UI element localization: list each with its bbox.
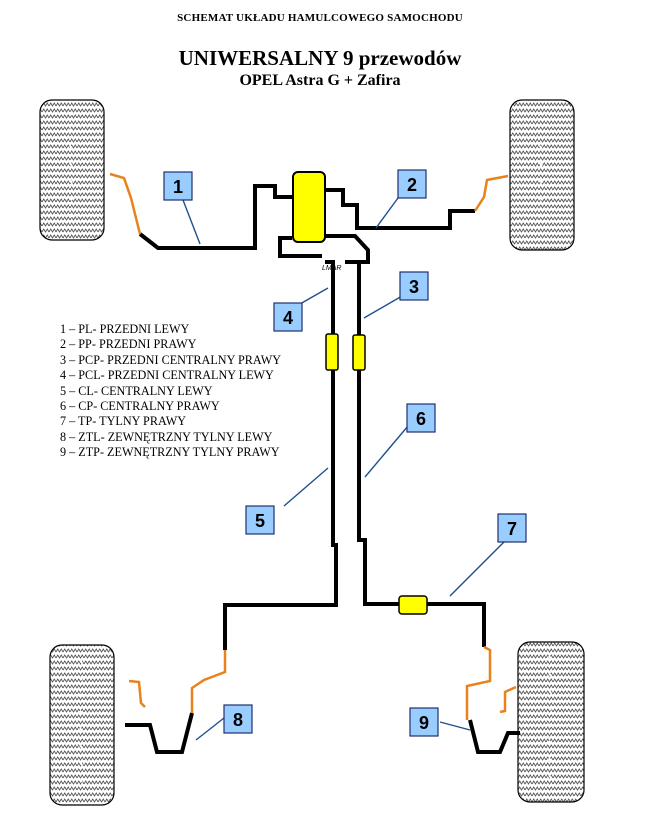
label-box-6: 6 [406,403,436,433]
line-front-right [325,188,475,230]
tire-front-right [509,99,575,251]
label-box-3: 3 [399,271,429,301]
label-7: 7 [507,519,517,539]
callout-line-2 [375,197,399,229]
line-master-left [278,236,322,258]
legend-item-6: 6 – CP- CENTRALNY PRAWY [60,399,220,414]
car-model: OPEL Astra G + Zafira [239,72,401,89]
hose-front-left [109,172,142,235]
tire-front-left [39,99,105,241]
callout-line-3 [363,295,403,319]
legend-item-9: 9 – ZTP- ZEWNĘTRZNY TYLNY PRAWY [60,445,280,460]
legend-item-7: 7 – TP- TYLNY PRAWY [60,414,187,429]
tire-rear-left [49,644,115,806]
legend-item-2: 2 – PP- PRZEDNI PRAWY [60,337,197,352]
brake-lines [125,184,520,754]
legend-item-3: 3 – PCP- PRZEDNI CENTRALNY PRAWY [60,352,282,367]
callout-line-4 [299,287,329,305]
label-2: 2 [407,175,417,195]
label-8: 8 [233,710,243,730]
line-central-right [346,260,361,335]
callout-line-7 [449,539,507,597]
connector-left [325,333,339,371]
diagram-subtitle: SCHEMAT UKŁADU HAMULCOWEGO SAMOCHODU [177,12,463,24]
callout-line-8 [195,717,225,741]
label-box-2: 2 [397,169,427,199]
label-box-9: 9 [409,707,439,737]
callout-line-6 [364,425,409,478]
flex-hoses [109,172,517,720]
label-box-4: 4 [273,302,303,332]
line-front-left [138,184,295,250]
master-cylinder [292,171,326,243]
callout-line-9 [439,721,471,731]
label-box-8: 8 [223,704,253,734]
line-central-left [325,260,335,334]
label-box-5: 5 [245,505,275,535]
block-label: LMAR [322,265,341,272]
hose-rear-right [465,645,492,720]
diagram-title: UNIWERSALNY 9 przewodów [178,46,462,70]
connector-right [352,334,366,371]
legend-item-1: 1 – PL- PRZEDNI LEWY [60,322,190,336]
legend-item-5: 5 – CL- CENTRALNY LEWY [60,383,213,398]
legend-item-8: 8 – ZTL- ZEWNĘTRZNY TYLNY LEWY [60,429,273,444]
line-rear-left-outer [125,712,194,754]
label-3: 3 [409,277,419,297]
legend-item-4: 4 – PCL- PRZEDNI CENTRALNY LEWY [60,368,274,383]
connector-rear [398,595,428,615]
line-rear-right-outer [468,719,520,754]
callout-line-5 [283,467,329,507]
label-4: 4 [283,308,293,328]
label-9: 9 [419,713,429,733]
hose-front-right [473,174,509,212]
tire-rear-right [517,641,585,803]
legend: 1 – PL- PRZEDNI LEWY 2 – PP- PRZEDNI PRA… [60,322,281,461]
callout-line-1 [182,199,201,245]
line-rear-right [426,602,486,647]
label-box-7: 7 [497,513,527,543]
callouts [182,197,507,741]
label-box-1: 1 [163,171,193,201]
line-master-right [325,234,370,264]
label-5: 5 [255,511,265,531]
label-1: 1 [173,177,183,197]
label-6: 6 [416,409,426,429]
hose-rear-left [190,650,227,713]
